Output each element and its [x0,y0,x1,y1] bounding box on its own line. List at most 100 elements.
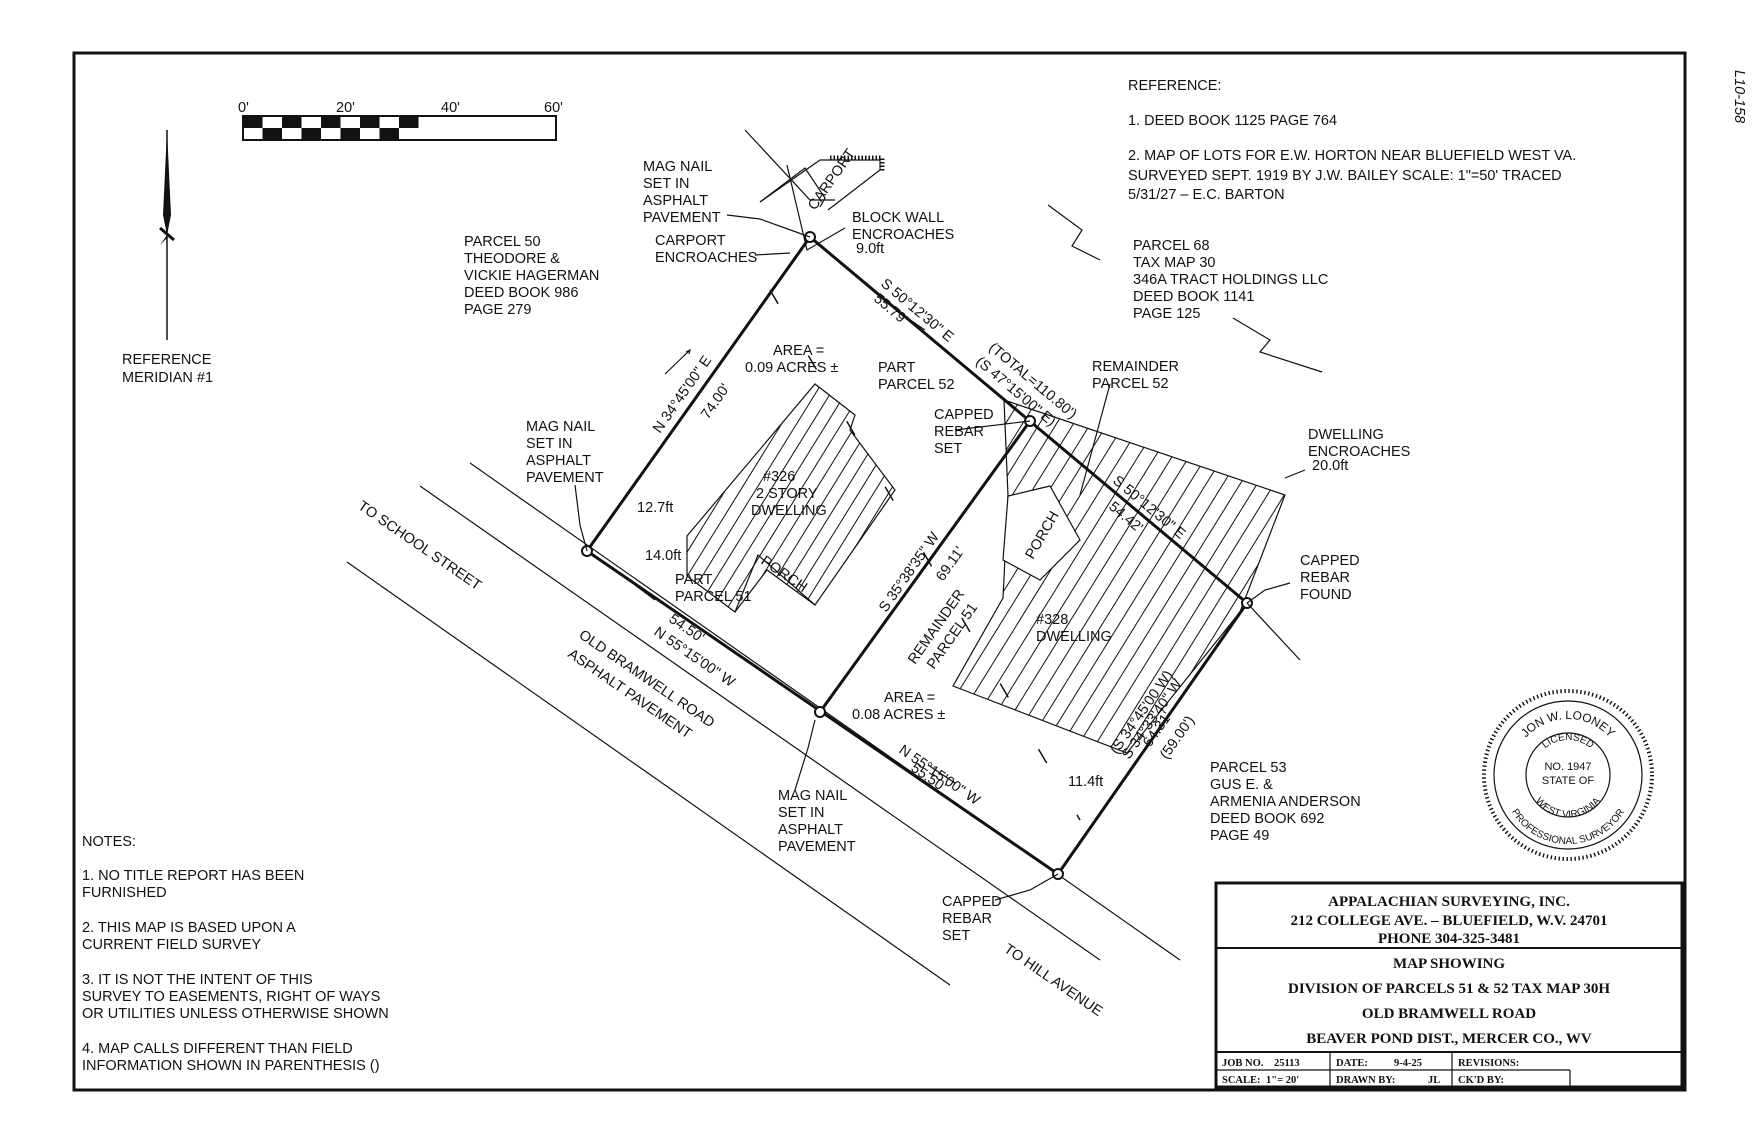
svg-text:PART: PART [675,572,712,588]
hatch-line [1119,400,1285,753]
drawing-border [72,51,1687,1092]
svg-text:2 STORY: 2 STORY [756,486,818,502]
hatch-line [966,400,1194,753]
date-value: 9-4-25 [1394,1058,1422,1069]
scale-label-40: 40' [441,100,460,116]
parcel-50-label: PARCEL 50 THEODORE & VICKIE HAGERMAN DEE… [464,234,599,318]
svg-text:PAVEMENT: PAVEMENT [643,210,721,226]
direction-arrows [634,312,956,784]
road-title: OLD BRAMWELL ROAD [1362,1006,1536,1022]
company-phone: PHONE 304-325-3481 [1378,931,1520,947]
svg-text:PARCEL 51: PARCEL 51 [675,589,752,605]
hatch-line [480,380,629,620]
hatch-line [719,384,870,612]
svg-text:ARMENIA ANDERSON: ARMENIA ANDERSON [1210,794,1361,810]
scale-label-0: 0' [238,100,249,116]
svg-text:SET IN: SET IN [778,805,824,821]
area-1-label: AREA = 0.09 ACRES ± [745,343,838,376]
scale-bar: 0' 20' 40' 60' [238,100,563,141]
hatch-line [953,400,1177,753]
meridian-label-2: MERIDIAN #1 [122,370,213,386]
map-showing: MAP SHOWING [1393,956,1505,972]
svg-text:PARCEL 52: PARCEL 52 [878,377,955,393]
date-label: DATE: [1336,1058,1368,1069]
company-address: 212 COLLEGE AVE. – BLUEFIELD, W.V. 24701 [1290,913,1607,929]
svg-text:PARCEL 50: PARCEL 50 [464,234,541,250]
reference-title: REFERENCE: [1128,78,1221,94]
svg-text:PAGE 279: PAGE 279 [464,302,531,318]
svg-text:CAPPED: CAPPED [1300,553,1360,569]
scale-bar-checker [243,116,419,140]
svg-text:9.0ft: 9.0ft [856,241,884,257]
svg-text:PARCEL 52: PARCEL 52 [1092,376,1169,392]
district-title: BEAVER POND DIST., MERCER CO., WV [1306,1031,1592,1047]
svg-text:#326: #326 [763,469,795,485]
svg-text:1. NO TITLE REPORT HAS BEEN: 1. NO TITLE REPORT HAS BEEN [82,868,304,884]
svg-text:DEED BOOK 986: DEED BOOK 986 [464,285,578,301]
svg-text:OR UTILITIES UNLESS OTHERWISE: OR UTILITIES UNLESS OTHERWISE SHOWN [82,1006,389,1022]
svg-text:REBAR: REBAR [1300,570,1350,586]
svg-text:PAVEMENT: PAVEMENT [778,839,856,855]
surveyor-seal: JON W. LOONEY LICENSED NO. 1947 STATE OF… [1482,689,1654,861]
svg-text:PART: PART [878,360,915,376]
mag-nail-top-label: MAG NAIL SET IN ASPHALT PAVEMENT [643,159,721,226]
svg-text:3. IT IS NOT THE INTENT OF THI: 3. IT IS NOT THE INTENT OF THIS [82,972,313,988]
svg-text:DWELLING: DWELLING [751,503,827,519]
svg-text:CARPORT: CARPORT [655,233,726,249]
revisions-label: REVISIONS: [1458,1058,1519,1069]
carport-structure [759,155,885,251]
dwelling-328-label: #328 DWELLING [1036,612,1112,645]
svg-text:346A TRACT HOLDINGS LLC: 346A TRACT HOLDINGS LLC [1133,272,1328,288]
svg-text:AREA =: AREA = [884,690,935,706]
svg-text:INFORMATION SHOWN IN PARENTHES: INFORMATION SHOWN IN PARENTHESIS () [82,1058,380,1074]
svg-text:DWELLING: DWELLING [1308,427,1384,443]
svg-text:SET: SET [934,441,962,457]
svg-text:0.08 ACRES ±: 0.08 ACRES ± [852,707,945,723]
svg-text:REBAR: REBAR [942,911,992,927]
svg-text:DEED BOOK 1141: DEED BOOK 1141 [1133,289,1254,305]
scale-value: 1"= 20' [1266,1075,1299,1086]
meridian-arrow-icon [159,130,175,340]
job-no-label: JOB NO. [1222,1058,1264,1069]
svg-text:#328: #328 [1036,612,1068,628]
svg-text:FURNISHED: FURNISHED [82,885,167,901]
svg-text:AREA =: AREA = [773,343,824,359]
svg-text:BLOCK WALL: BLOCK WALL [852,210,944,226]
scale-label-60: 60' [544,100,563,116]
hatch-line [704,384,855,612]
svg-text:FOUND: FOUND [1300,587,1352,603]
carport-encroaches-label: CARPORT ENCROACHES [655,233,757,266]
capped-rebar-found-label: CAPPED REBAR FOUND [1300,553,1360,603]
notes-section: NOTES: 1. NO TITLE REPORT HAS BEEN FURNI… [82,834,389,1074]
capped-rebar-bottom-label: CAPPED REBAR SET [942,894,1002,944]
reference-line-1: 1. DEED BOOK 1125 PAGE 764 [1128,113,1337,129]
svg-text:ASPHALT: ASPHALT [526,453,591,469]
svg-text:CURRENT FIELD SURVEY: CURRENT FIELD SURVEY [82,937,261,953]
remainder-parcel-51-label: REMAINDER PARCEL 51 [905,587,981,672]
meridian-label-1: REFERENCE [122,352,212,368]
hatch-line [953,400,1126,753]
mag-nail-bottom-icon [814,706,826,718]
reference-line-4: 5/31/27 – E.C. BARTON [1128,187,1285,203]
svg-text:SURVEY TO EASEMENTS, RIGHT OF: SURVEY TO EASEMENTS, RIGHT OF WAYS [82,989,380,1005]
seal-state-of: STATE OF [1542,775,1594,787]
parcel-53-label: PARCEL 53 GUS E. & ARMENIA ANDERSON DEED… [1210,760,1361,844]
svg-text:REMAINDER: REMAINDER [1092,359,1179,375]
svg-text:MAG NAIL: MAG NAIL [526,419,595,435]
svg-text:4. MAP CALLS DIFFERENT THAN FI: 4. MAP CALLS DIFFERENT THAN FIELD [82,1041,353,1057]
svg-text:REBAR: REBAR [934,424,984,440]
part-parcel-51-label: PART PARCEL 51 [675,572,752,605]
hatch-line [687,384,825,612]
drawn-by-label: DRAWN BY: [1336,1075,1395,1086]
hatch-line [689,384,840,612]
leader-lines [574,129,1306,901]
seal-number: NO. 1947 [1544,761,1591,773]
hatch-line [1068,400,1285,753]
hatch-line [953,400,1160,753]
scale-label: SCALE: [1222,1075,1261,1086]
seal-licensed: LICENSED [1540,732,1595,751]
block-wall-label: BLOCK WALL ENCROACHES 9.0ft [852,210,954,257]
svg-text:VICKIE HAGERMAN: VICKIE HAGERMAN [464,268,599,284]
svg-text:ENCROACHES: ENCROACHES [655,250,757,266]
svg-text:PAGE 49: PAGE 49 [1210,828,1269,844]
